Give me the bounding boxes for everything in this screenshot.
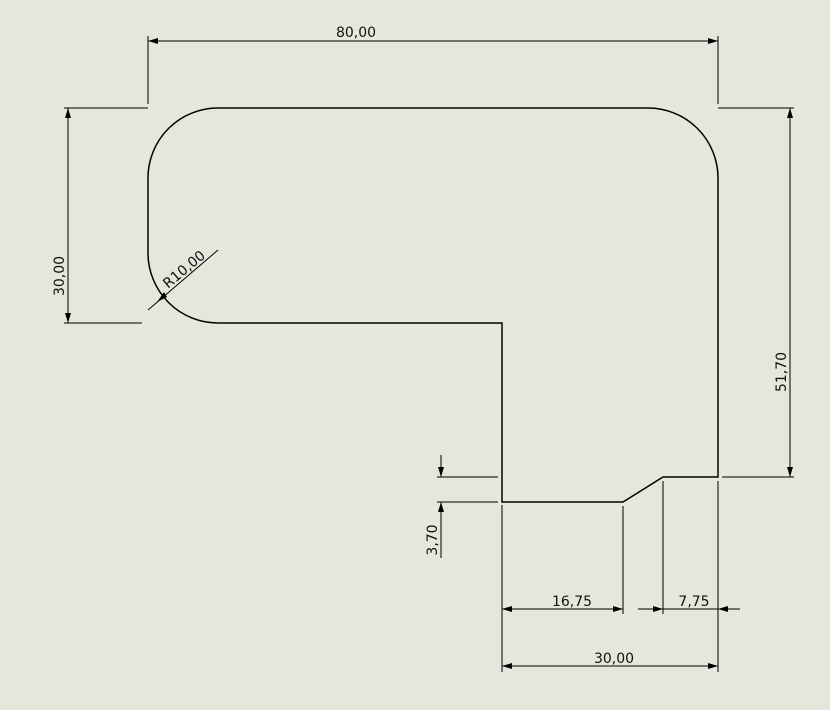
dimension-label[interactable]: 7,75 [678, 594, 709, 610]
dimension-bottom-width[interactable]: 30,00 [502, 651, 718, 669]
leader-arrow [157, 292, 167, 302]
dimension-label[interactable]: 51,70 [774, 352, 790, 392]
dimension-label[interactable]: R10,00 [160, 248, 208, 292]
dimension-right-height[interactable]: 51,70 [722, 107, 794, 478]
part-profile[interactable] [147, 107, 719, 503]
dimension-lower-right-width[interactable]: 7,75 [638, 481, 740, 672]
dimension-label[interactable]: 3,70 [425, 524, 441, 555]
dimension-left-height[interactable]: 30,00 [52, 107, 142, 324]
dimension-label[interactable]: 80,00 [336, 25, 376, 41]
dimension-step-height[interactable]: 3,70 [425, 455, 498, 558]
part-outline[interactable] [147, 107, 719, 503]
dimension-top-width[interactable]: 80,00 [142, 25, 722, 109]
dimension-label[interactable]: 30,00 [594, 651, 634, 667]
dimension-label[interactable]: 30,00 [52, 256, 68, 296]
dimension-lower-left-width[interactable]: 16,75 [501, 505, 624, 672]
dimension-label[interactable]: 16,75 [552, 594, 592, 610]
dimension-fillet-radius[interactable]: R10,00 [147, 248, 219, 311]
